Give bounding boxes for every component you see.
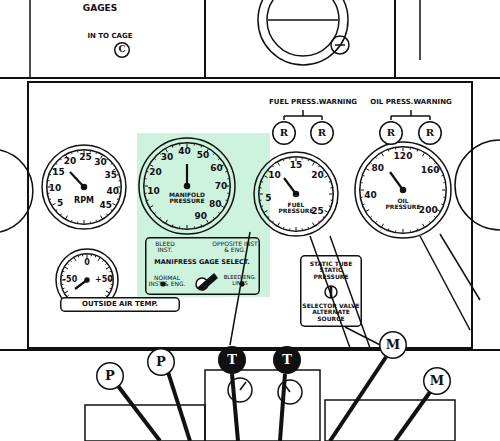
scale-number: 45 (100, 201, 113, 210)
indicator-light: R (418, 121, 442, 145)
lever-knob: M (423, 367, 451, 395)
scale-number: 40 (364, 191, 377, 200)
knob-letter: T (282, 353, 292, 367)
panel-label: IN TO CAGE (87, 32, 132, 40)
placard: BLEED INST. OPPOSITE INST & ENG. MANIFRESS… (145, 237, 260, 295)
lever-knob: P (147, 348, 175, 376)
lever-knob: T (218, 346, 246, 374)
placard-text: OPPOSITE INST & ENG. (212, 241, 258, 254)
indicator-light: R (272, 121, 296, 145)
light-letter: R (280, 128, 288, 139)
scale-number: 60 (210, 164, 223, 173)
scale-number: 5 (57, 199, 63, 208)
scale-number: 10 (49, 184, 62, 193)
placard-text: SELECTOR VALVE ALTERNATE SOURCE (302, 303, 360, 322)
scale-number: 35 (104, 171, 117, 180)
gauge-dial: 10 20 30 40 5060 70 8090 MANIFOLD PRESSURE (143, 142, 231, 230)
scale-number: 5 (265, 194, 271, 203)
scale-number: +50 (95, 276, 113, 284)
scale-number: 30 (94, 159, 107, 168)
panel-label: FUEL PRESS.WARNING (269, 98, 357, 106)
scale-number: 70 (215, 182, 228, 191)
scale-number: 50 (197, 151, 210, 160)
scale-number: 25 (79, 153, 92, 162)
scale-number: 10 (147, 187, 160, 196)
highlight (137, 133, 270, 297)
panel-label: GAGES (83, 3, 117, 13)
lever-knob: M (379, 331, 407, 359)
scale-number: 20 (149, 169, 162, 178)
scale-number: 90 (195, 212, 208, 221)
knob-letter: P (156, 355, 166, 369)
light-letter: R (426, 128, 434, 139)
scale-number: 20 (64, 157, 77, 166)
scale-number: 0 (84, 259, 90, 267)
knob-letter: P (105, 369, 115, 383)
scale-number: 80 (209, 200, 222, 209)
scale-number: 30 (161, 154, 174, 163)
gauge-dial: 40 80 120 160 200OIL PRESSURE (359, 146, 447, 234)
light-letter: R (318, 128, 326, 139)
placard-text: BLEED INST. (147, 241, 183, 254)
placard: STATIC TUBE STATIC PRESSURE SELECTOR VALV… (300, 255, 362, 327)
scale-number: 200 (419, 206, 438, 215)
gauge-name: MANIFOLD PRESSURE (165, 192, 209, 205)
knob-letter: M (386, 338, 400, 352)
lever-knob: P (96, 362, 124, 390)
placard-text: MANIFRESS GAGE SELECT. (154, 259, 249, 266)
scale-number: 80 (371, 164, 384, 173)
gauge-name: OIL PRESSURE (385, 198, 421, 211)
scale-number: 40 (178, 147, 191, 156)
gauge-name: FUEL PRESSURE (278, 202, 314, 215)
knob-letter: T (227, 353, 237, 367)
scale-number: 40 (106, 187, 119, 196)
light-letter: C (118, 45, 125, 54)
scale-number: -50 (63, 276, 77, 284)
knob-letter: M (430, 374, 444, 388)
light-letter: R (387, 128, 395, 139)
scale-number: 20 (311, 171, 324, 180)
lever-knob: T (273, 346, 301, 374)
scale-number: 160 (421, 166, 440, 175)
scale-number: 15 (52, 168, 65, 177)
placard: OUTSIDE AIR TEMP. (60, 297, 180, 312)
placard-text: BLEED ENG. LINES (221, 275, 259, 286)
gauge-name: RPM (69, 197, 99, 205)
scale-number: 120 (394, 152, 413, 161)
panel-label: OIL PRESS.WARNING (370, 98, 451, 106)
gauge-dial: 5 10 15 202530 35 40 45RPM (46, 149, 122, 225)
indicator-light: C (114, 42, 130, 58)
indicator-light: R (379, 121, 403, 145)
scale-number: 15 (290, 161, 303, 170)
gauge-dial: 510152025FUEL PRESSURE (258, 156, 334, 232)
indicator-light: R (310, 121, 334, 145)
placard-text: NORMAL INST & ENG. (147, 275, 187, 288)
placard-text: STATIC TUBE STATIC PRESSURE (302, 261, 360, 280)
scale-number: 10 (268, 171, 281, 180)
placard-text: OUTSIDE AIR TEMP. (82, 301, 158, 308)
